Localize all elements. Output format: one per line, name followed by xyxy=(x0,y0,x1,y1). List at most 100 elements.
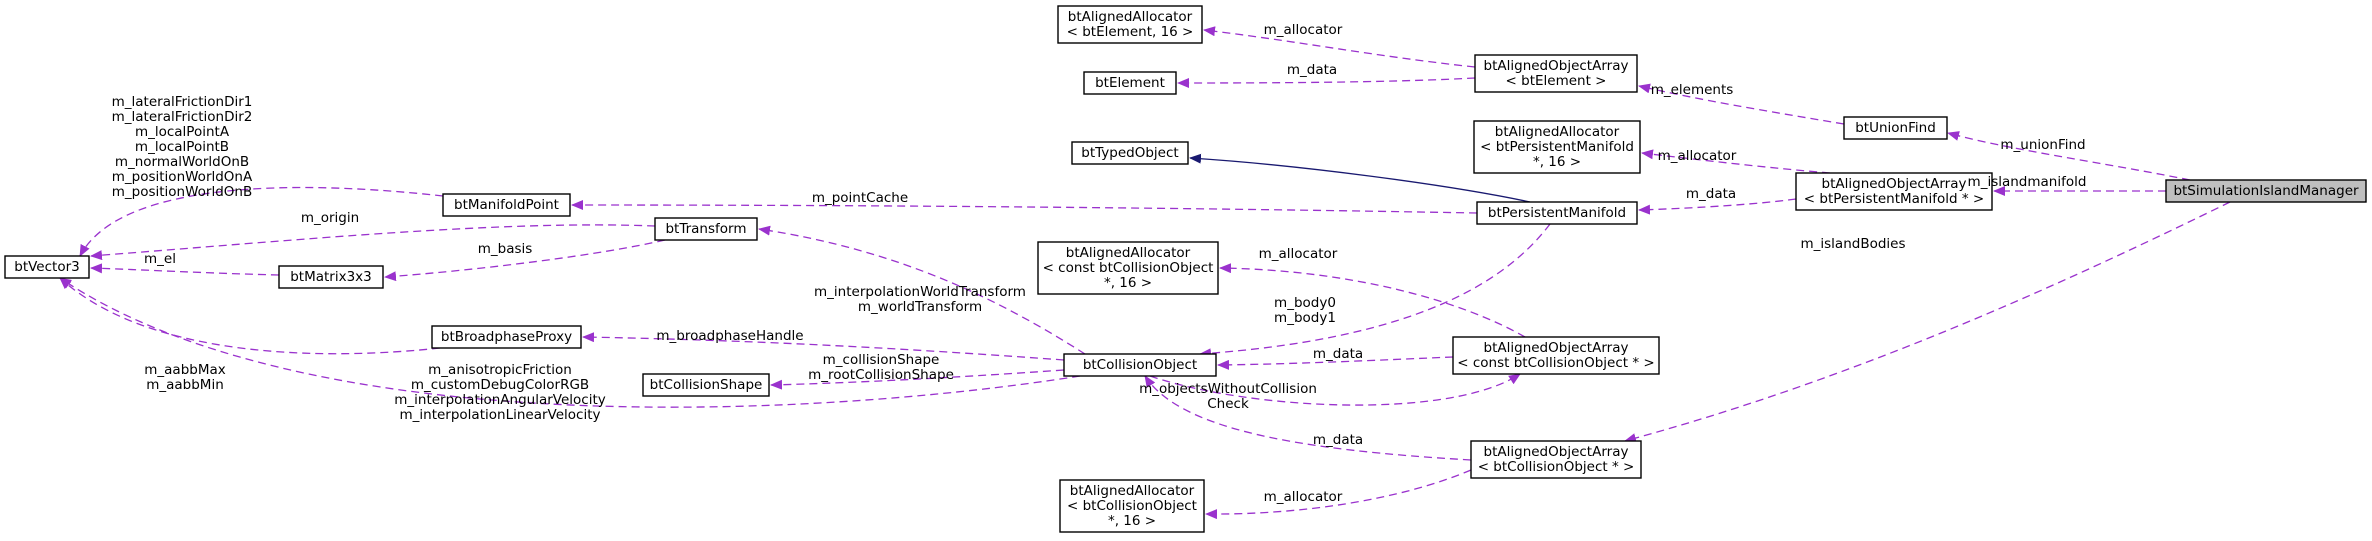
edge-label-line: m_allocator xyxy=(1259,246,1338,262)
class-box[interactable] xyxy=(1057,5,1203,44)
class-name-line: < const btCollisionObject * > xyxy=(1457,355,1654,371)
class-name: btAlignedObjectArray< btElement > xyxy=(1484,58,1629,89)
edge-label-line: m_allocator xyxy=(1264,22,1343,38)
class-box[interactable] xyxy=(642,373,770,397)
edge-label-islandmanifold: m_islandmanifold xyxy=(1968,174,2087,190)
class-name: btSimulationIslandManager xyxy=(2173,183,2359,199)
class-box[interactable] xyxy=(1452,336,1660,375)
class-node-vector3[interactable]: btVector3 xyxy=(4,255,90,279)
edge-label-line: m_customDebugColorRGB xyxy=(411,377,589,393)
edge-aoaConstCO-to-allocConstCO xyxy=(1219,263,1526,338)
edge-label-line: m_body0 xyxy=(1274,295,1336,311)
class-box[interactable] xyxy=(1063,353,1217,377)
edge-collObj-to-transform xyxy=(758,225,1086,355)
edge-label-line: m_interpolationAngularVelocity xyxy=(394,392,606,408)
class-node-simMgr[interactable]: btSimulationIslandManager xyxy=(2165,179,2367,203)
class-box[interactable] xyxy=(1083,71,1177,95)
class-name-line: btMatrix3x3 xyxy=(290,269,372,285)
edge-label-line: m_lateralFrictionDir2 xyxy=(112,109,253,125)
edge-collObj-to-bpProxy xyxy=(582,332,1065,361)
class-node-aoaCO[interactable]: btAlignedObjectArray< btCollisionObject … xyxy=(1470,440,1642,479)
edge-label-line: m_interpolationWorldTransform xyxy=(814,284,1026,300)
edge-label-line: m_aabbMin xyxy=(146,377,224,393)
edge-persMan-to-typedObj xyxy=(1189,153,1531,203)
class-box[interactable] xyxy=(1071,141,1189,165)
edge-label-line: m_body1 xyxy=(1274,310,1336,326)
edge-label-line: m_islandmanifold xyxy=(1968,174,2087,190)
edge-label-line: m_el xyxy=(144,251,176,267)
class-box[interactable] xyxy=(1037,241,1219,295)
edge-label-line: m_data xyxy=(1313,432,1363,448)
class-box[interactable] xyxy=(654,217,758,241)
class-node-collObj[interactable]: btCollisionObject xyxy=(1063,353,1217,377)
class-name-line: btAlignedAllocator xyxy=(1070,483,1195,499)
class-node-aoaPersMan[interactable]: btAlignedObjectArray< btPersistentManifo… xyxy=(1795,172,1993,211)
class-name-line: < btCollisionObject * > xyxy=(1478,459,1635,475)
class-node-persMan[interactable]: btPersistentManifold xyxy=(1476,201,1638,225)
edge-label-alloc-persman: m_allocator xyxy=(1658,148,1737,164)
class-node-allocElement[interactable]: btAlignedAllocator< btElement, 16 > xyxy=(1057,5,1203,44)
class-name: btTypedObject xyxy=(1081,145,1178,161)
edge-aoaCO-to-collObj xyxy=(1144,375,1472,461)
edge-label-line: m_worldTransform xyxy=(858,299,982,315)
class-box[interactable] xyxy=(442,193,571,217)
class-node-element[interactable]: btElement xyxy=(1083,71,1177,95)
class-box[interactable] xyxy=(1470,440,1642,479)
class-name: btElement xyxy=(1095,75,1165,91)
class-node-matrix3[interactable]: btMatrix3x3 xyxy=(278,265,384,289)
edge-labels-layer: m_unionFindm_islandmanifoldm_islandBodie… xyxy=(112,22,2087,505)
class-name-line: btElement xyxy=(1095,75,1165,91)
edge-label-pointcache: m_pointCache xyxy=(812,190,908,206)
class-node-aoaConstCO[interactable]: btAlignedObjectArray< const btCollisionO… xyxy=(1452,336,1660,375)
class-box[interactable] xyxy=(1059,479,1205,533)
edge-aoaElement-to-element xyxy=(1177,77,1476,88)
edge-label-alloc-element: m_allocator xyxy=(1264,22,1343,38)
edge-label-origin: m_origin xyxy=(301,210,359,226)
class-box[interactable] xyxy=(1473,120,1641,174)
class-node-transform[interactable]: btTransform xyxy=(654,217,758,241)
edge-label-aoaconst-alloc: m_allocator xyxy=(1259,246,1338,262)
class-name-line: *, 16 > xyxy=(1108,513,1156,529)
edge-label-line: Check xyxy=(1207,396,1249,412)
class-name-line: btAlignedAllocator xyxy=(1068,9,1193,25)
class-name: btAlignedObjectArray< const btCollisionO… xyxy=(1457,340,1654,371)
class-box[interactable] xyxy=(1843,116,1948,140)
class-box[interactable] xyxy=(2165,179,2367,203)
class-node-unionFind[interactable]: btUnionFind xyxy=(1843,116,1948,140)
edge-label-line: m_allocator xyxy=(1658,148,1737,164)
class-name: btUnionFind xyxy=(1855,120,1936,136)
class-name: btAlignedObjectArray< btCollisionObject … xyxy=(1478,444,1635,475)
edge-label-unionfind: m_unionFind xyxy=(2000,137,2085,153)
class-box[interactable] xyxy=(1476,201,1638,225)
edge-label-line: m_objectsWithoutCollision xyxy=(1139,381,1317,397)
class-node-allocConstCO[interactable]: btAlignedAllocator< const btCollisionObj… xyxy=(1037,241,1219,295)
class-node-allocCO[interactable]: btAlignedAllocator< btCollisionObject*, … xyxy=(1059,479,1205,533)
class-box[interactable] xyxy=(1795,172,1993,211)
class-box[interactable] xyxy=(4,255,90,279)
class-box[interactable] xyxy=(1474,54,1638,93)
class-name-line: < btCollisionObject xyxy=(1067,498,1197,514)
class-box[interactable] xyxy=(431,325,582,349)
class-name: btPersistentManifold xyxy=(1488,205,1626,221)
class-node-allocPersMan[interactable]: btAlignedAllocator< btPersistentManifold… xyxy=(1473,120,1641,174)
edge-label-line: m_broadphaseHandle xyxy=(656,328,803,344)
class-node-bpProxy[interactable]: btBroadphaseProxy xyxy=(431,325,582,349)
class-name-line: btCollisionObject xyxy=(1083,357,1197,373)
class-node-manPoint[interactable]: btManifoldPoint xyxy=(442,193,571,217)
edge-unionFind-to-aoaElement xyxy=(1638,83,1845,125)
edge-matrix3-to-vector3 xyxy=(90,263,280,276)
edge-label-line: m_collisionShape xyxy=(823,352,940,368)
class-name-line: < btPersistentManifold * > xyxy=(1804,191,1984,207)
class-name: btAlignedAllocator< btPersistentManifold… xyxy=(1480,124,1634,170)
edge-collObj-to-vector3 xyxy=(59,277,1081,408)
class-node-aoaElement[interactable]: btAlignedObjectArray< btElement > xyxy=(1474,54,1638,93)
edge-label-data-persman: m_data xyxy=(1686,186,1736,202)
class-node-typedObj[interactable]: btTypedObject xyxy=(1071,141,1189,165)
class-box[interactable] xyxy=(278,265,384,289)
class-name-line: btAlignedObjectArray xyxy=(1822,176,1967,192)
class-node-collShape[interactable]: btCollisionShape xyxy=(642,373,770,397)
